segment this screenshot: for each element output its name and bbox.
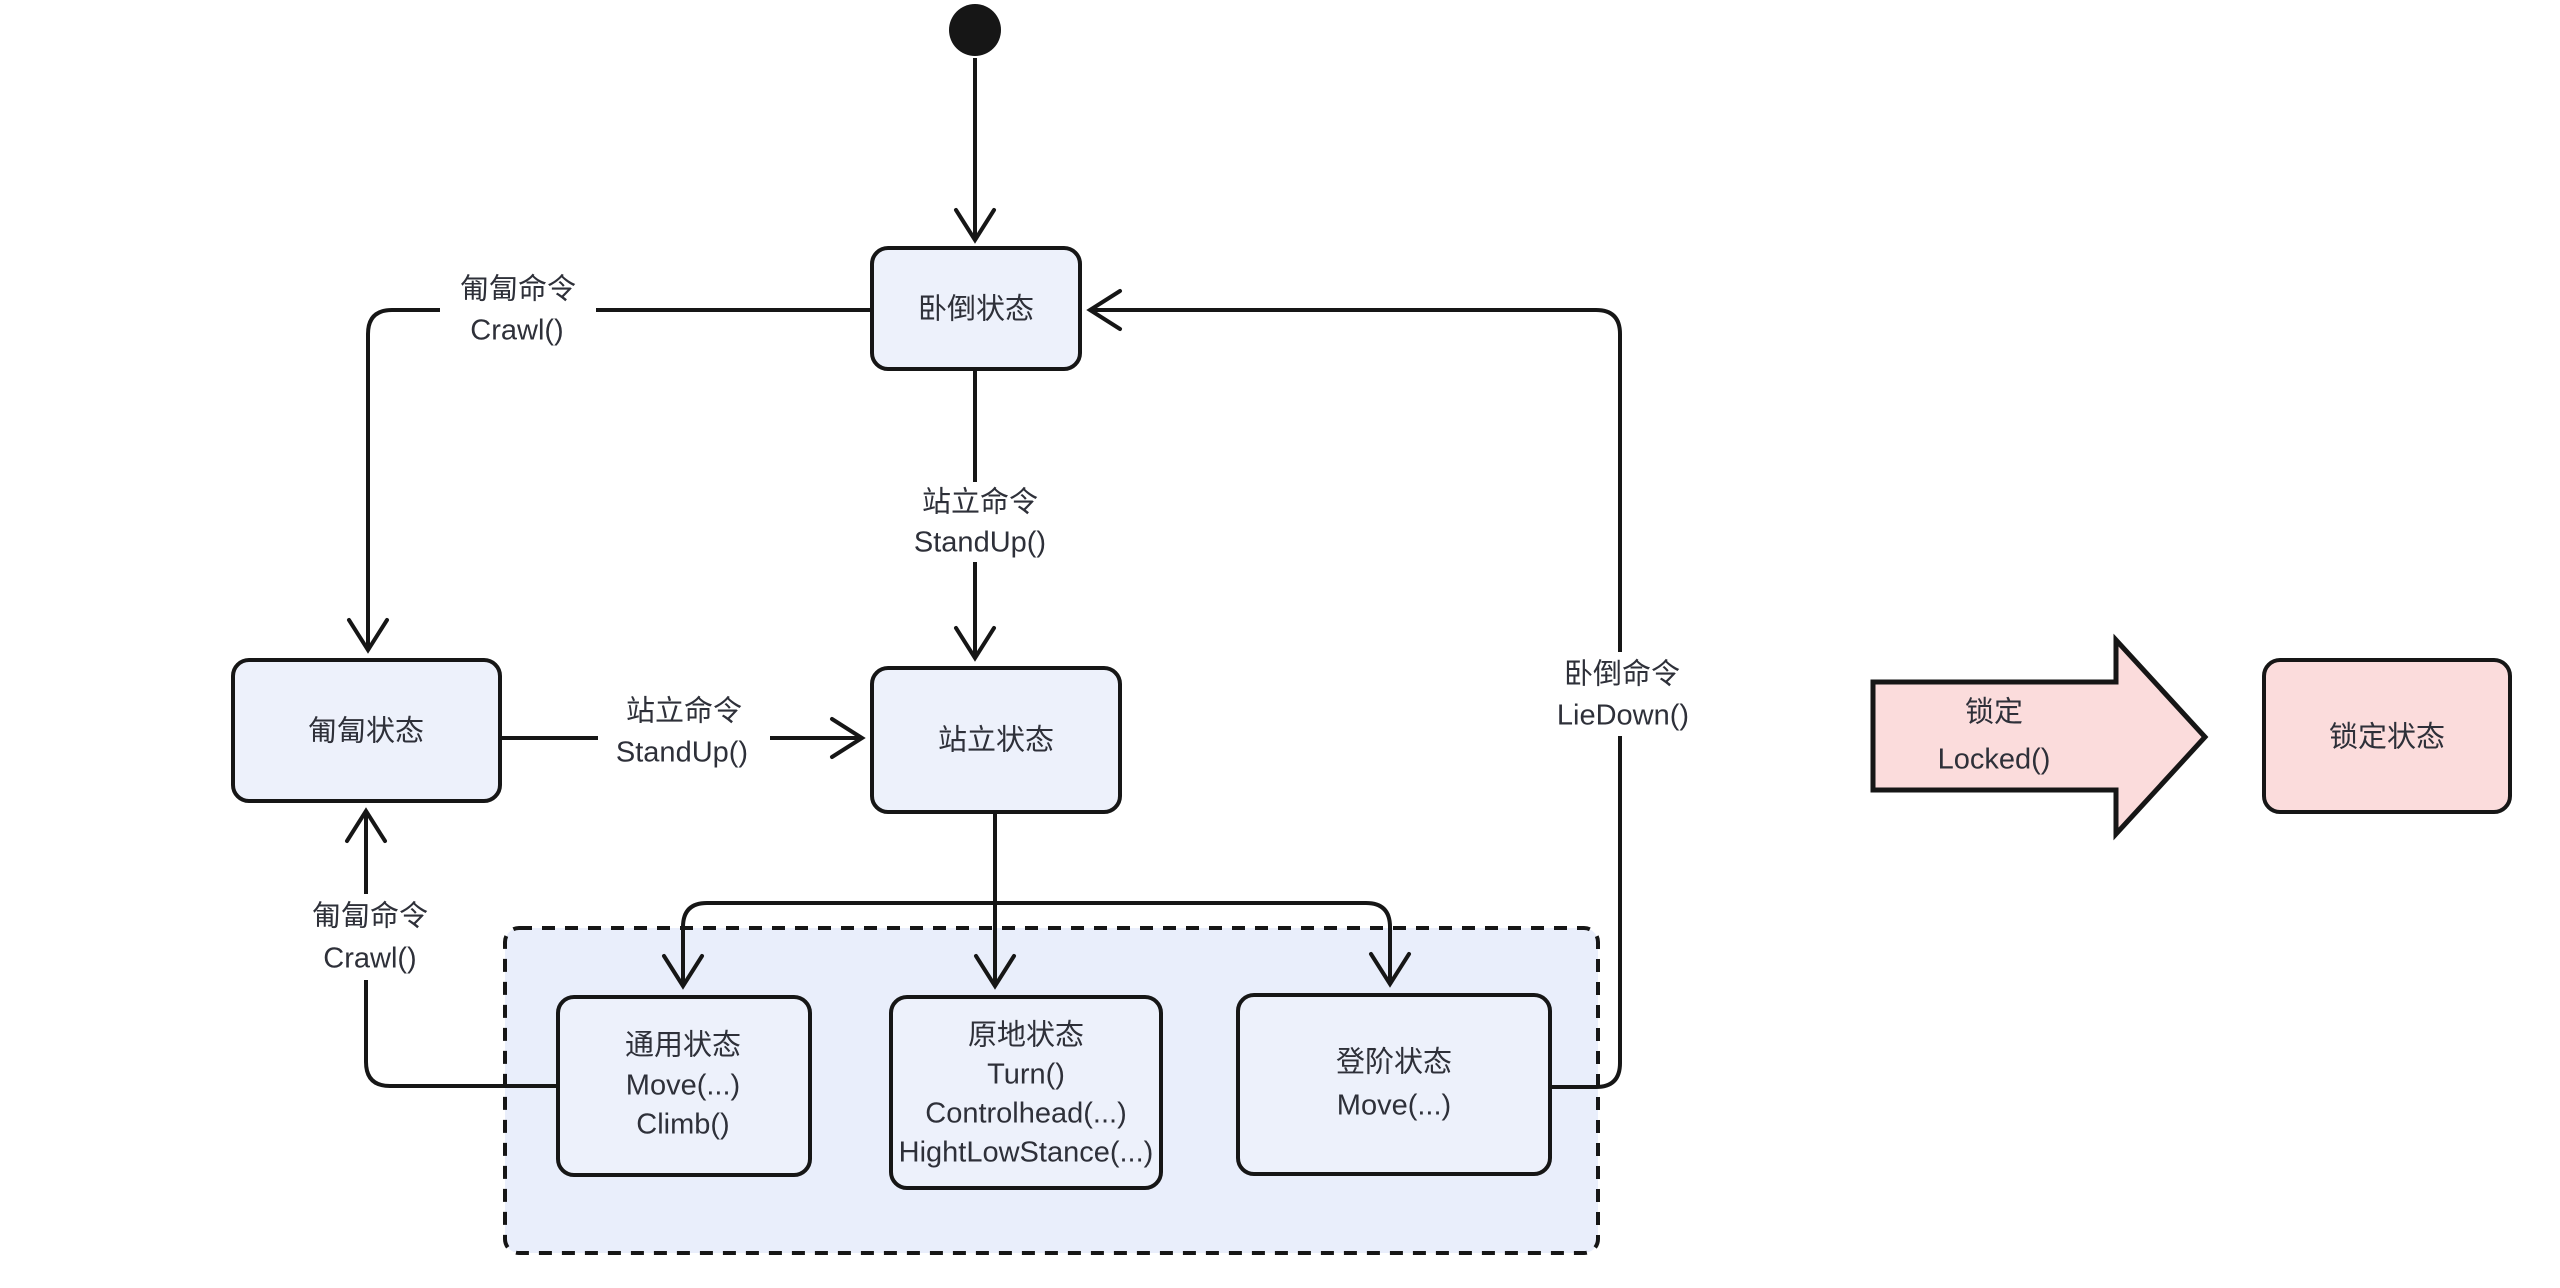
state-crawl-label: 匍匐状态	[308, 715, 424, 748]
edge-label-crawl-top: 匍匐命令 Crawl()	[440, 268, 596, 352]
state-stairs-method-1: Move(...)	[1337, 1090, 1451, 1122]
state-stand-label: 站立状态	[938, 724, 1054, 757]
state-inplace: 原地状态 Turn() Controlhead(...) HightLowSta…	[889, 995, 1163, 1190]
edge-label-liedown-right-bg	[1544, 652, 1700, 736]
state-stairs-box	[1236, 993, 1552, 1176]
edge-label-crawl-bottom: 匍匐命令 Crawl()	[300, 894, 440, 980]
state-inplace-method-3: HightLowStance(...)	[899, 1137, 1154, 1169]
state-inplace-method-1: Turn()	[987, 1059, 1065, 1091]
edge-liedown-to-crawl	[347, 308, 872, 654]
edge-label-crawl-top-bg	[440, 268, 596, 352]
edge-common-to-crawl	[345, 807, 558, 1088]
edge-label-crawl-bottom-bg	[300, 894, 440, 980]
edge-label-standup-mid: 站立命令 StandUp()	[898, 482, 1060, 562]
state-common-method-2: Climb()	[636, 1109, 729, 1141]
state-liedown-label: 卧倒状态	[918, 293, 1034, 326]
state-inplace-box	[889, 995, 1163, 1190]
edge-label-standup-left: 站立命令 StandUp()	[598, 690, 770, 774]
state-crawl: 匍匐状态	[231, 658, 502, 803]
edge-label-standup-left-2: StandUp()	[616, 737, 748, 769]
locked-transition-label-1: 锁定	[1965, 696, 2023, 729]
state-locked: 锁定状态	[2262, 658, 2512, 814]
state-locked-label: 锁定状态	[2329, 721, 2445, 754]
edge-stand-to-stairs	[995, 901, 1411, 988]
edge-label-crawl-top-2: Crawl()	[470, 315, 563, 347]
state-liedown-box	[870, 246, 1082, 371]
state-common-title: 通用状态	[625, 1029, 741, 1062]
edge-label-standup-mid-2: StandUp()	[914, 527, 1046, 559]
edge-label-crawl-bottom-1: 匍匐命令	[312, 900, 428, 933]
locked-transition: 锁定 Locked()	[1870, 633, 2209, 841]
state-stairs: 登阶状态 Move(...)	[1236, 993, 1552, 1176]
state-stairs-title: 登阶状态	[1336, 1046, 1452, 1079]
locked-transition-label-2: Locked()	[1938, 744, 2051, 776]
edge-label-crawl-bottom-2: Crawl()	[323, 943, 416, 975]
state-common-box	[556, 995, 812, 1177]
initial-state-dot	[949, 4, 1001, 56]
state-common-method-1: Move(...)	[626, 1070, 740, 1102]
edge-stand-to-common	[662, 901, 995, 990]
state-stand-box	[870, 666, 1122, 814]
edge-label-liedown-right-1: 卧倒命令	[1564, 658, 1680, 691]
edge-label-standup-mid-1: 站立命令	[922, 486, 1038, 519]
state-liedown: 卧倒状态	[870, 246, 1082, 371]
state-inplace-title: 原地状态	[968, 1019, 1084, 1052]
state-common: 通用状态 Move(...) Climb()	[556, 995, 812, 1177]
edge-label-liedown-right-2: LieDown()	[1557, 700, 1689, 732]
locked-transition-arrow	[1870, 633, 2209, 841]
edge-label-crawl-top-1: 匍匐命令	[460, 273, 576, 306]
edge-label-standup-left-bg	[598, 690, 770, 774]
state-stand: 站立状态	[870, 666, 1122, 814]
edge-label-liedown-right: 卧倒命令 LieDown()	[1544, 652, 1700, 736]
state-inplace-method-2: Controlhead(...)	[925, 1098, 1127, 1130]
state-locked-box	[2262, 658, 2512, 814]
edge-label-standup-mid-bg	[898, 482, 1060, 562]
state-crawl-box	[231, 658, 502, 803]
edge-label-standup-left-1: 站立命令	[626, 695, 742, 728]
